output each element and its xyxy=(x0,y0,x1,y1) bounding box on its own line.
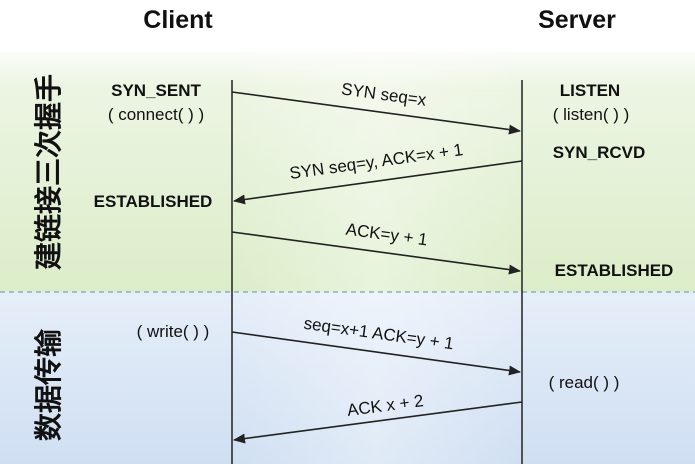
phase-label-handshake: 建链接三次握手 xyxy=(32,74,65,270)
arrow-syn xyxy=(231,91,521,135)
client-state-established: ESTABLISHED xyxy=(94,192,213,211)
arrow-ack xyxy=(231,231,521,275)
client-title: Client xyxy=(143,6,213,34)
client-state-syn-sent: SYN_SENT xyxy=(111,81,201,100)
header-area xyxy=(0,0,695,52)
server-title: Server xyxy=(538,6,616,34)
client-call-write: ( write( ) ) xyxy=(137,322,210,341)
server-call-listen: ( listen( ) ) xyxy=(553,105,630,124)
server-state-listen: LISTEN xyxy=(560,81,620,100)
server-state-established: ESTABLISHED xyxy=(555,261,674,280)
server-state-syn-rcvd: SYN_RCVD xyxy=(553,143,646,162)
phase-label-transfer: 数据传输 xyxy=(32,328,65,441)
arrow-syn-ack xyxy=(233,160,523,205)
arrow-data xyxy=(231,331,521,376)
center-glow xyxy=(232,52,522,464)
client-call-connect: ( connect( ) ) xyxy=(108,105,204,124)
server-call-read: ( read( ) ) xyxy=(549,373,620,392)
arrow-data-ack xyxy=(233,401,523,444)
